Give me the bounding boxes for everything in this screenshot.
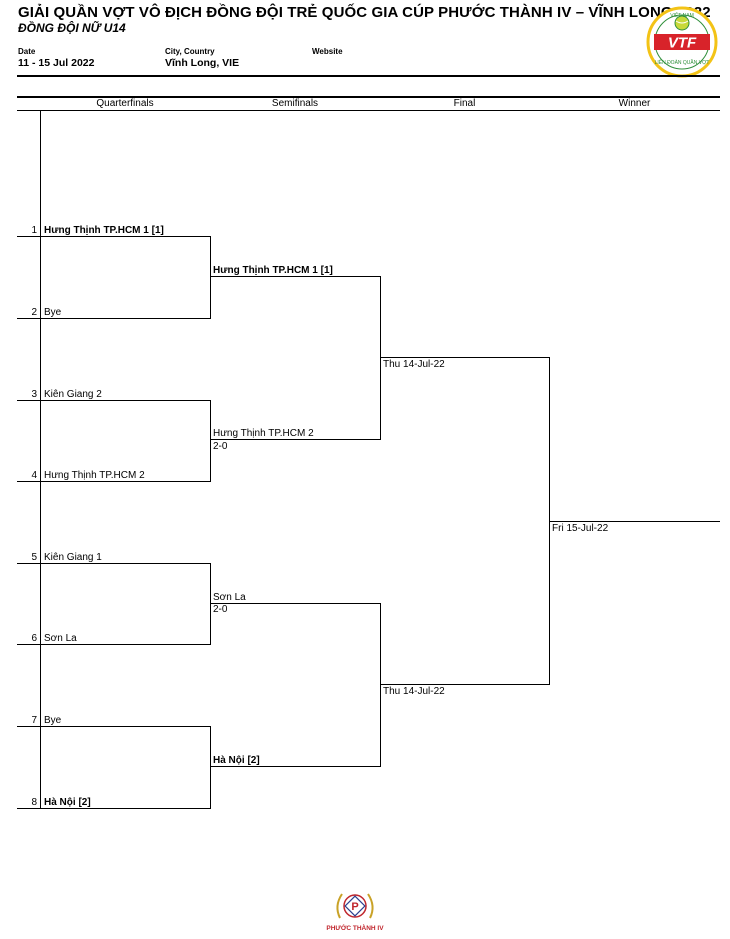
qf-player-2: Bye <box>44 307 62 318</box>
seed-number: 3 <box>31 389 37 400</box>
sf-player-4: Hà Nội [2] <box>213 755 260 766</box>
winner-line <box>549 521 720 522</box>
phuoc-thanh-label: PHƯỚC THÀNH IV <box>326 925 384 932</box>
sf-player-1: Hưng Thịnh TP.HCM 1 [1] <box>213 265 333 276</box>
seed-number: 7 <box>31 715 37 726</box>
qf-player-3: Kiên Giang 2 <box>44 389 102 400</box>
seed-number: 5 <box>31 552 37 563</box>
seed-number: 4 <box>31 470 37 481</box>
columns-bottom-border <box>17 110 720 111</box>
event-subtitle: ĐỒNG ĐỘI NỮ U14 <box>18 21 126 35</box>
date-value: 11 - 15 Jul 2022 <box>18 57 95 69</box>
city-value: Vĩnh Long, VIE <box>165 57 240 69</box>
city-label: City, Country <box>165 47 215 56</box>
winner-date: Fri 15-Jul-22 <box>552 523 609 534</box>
final-line-1 <box>380 357 550 358</box>
tournament-title: GIẢI QUẦN VỢT VÔ ĐỊCH ĐỒNG ĐỘI TRẺ QUỐC … <box>18 4 711 21</box>
columns-top-border <box>17 96 720 98</box>
seed-number: 8 <box>31 797 37 808</box>
qf-bracket-2 <box>210 400 211 481</box>
qf-player-7: Bye <box>44 715 62 726</box>
qf-line-1 <box>17 236 211 237</box>
svg-text:P: P <box>351 901 358 913</box>
svg-text:VIỆT NAM: VIỆT NAM <box>670 11 694 19</box>
qf-line-4 <box>17 481 211 482</box>
qf-bracket-1 <box>210 236 211 318</box>
qf-line-2 <box>17 318 211 319</box>
qf-player-6: Sơn La <box>44 633 77 644</box>
vtf-logo: VTF LIÊN ĐOÀN QUẦN VỢT VIỆT NAM <box>646 6 718 78</box>
phuoc-thanh-logo: P <box>330 888 380 924</box>
website-label: Website <box>312 47 343 56</box>
sf-line-2 <box>210 439 381 440</box>
column-winner: Winner <box>618 98 651 109</box>
seed-number: 1 <box>31 225 37 236</box>
final-line-2 <box>380 684 550 685</box>
column-quarterfinals: Quarterfinals <box>96 98 154 109</box>
draw-left-border <box>40 110 41 808</box>
qf-bracket-4 <box>210 726 211 808</box>
sf-line-3 <box>210 603 381 604</box>
qf-line-6 <box>17 644 211 645</box>
qf-line-8 <box>17 808 211 809</box>
qf-player-1: Hưng Thịnh TP.HCM 1 [1] <box>44 225 164 236</box>
seed-number: 2 <box>31 307 37 318</box>
svg-text:VTF: VTF <box>668 35 697 52</box>
sf-line-1 <box>210 276 381 277</box>
final-date-1: Thu 14-Jul-22 <box>383 359 445 370</box>
qf-line-5 <box>17 563 211 564</box>
column-semifinals: Semifinals <box>271 98 319 109</box>
sf-score-2: 2-0 <box>213 441 228 452</box>
qf-player-5: Kiên Giang 1 <box>44 552 102 563</box>
header-divider <box>17 75 720 77</box>
sf-player-3: Sơn La <box>213 592 246 603</box>
svg-text:LIÊN ĐOÀN QUẦN VỢT: LIÊN ĐOÀN QUẦN VỢT <box>655 58 710 66</box>
date-label: Date <box>18 47 36 56</box>
qf-line-3 <box>17 400 211 401</box>
qf-line-7 <box>17 726 211 727</box>
qf-player-8: Hà Nội [2] <box>44 797 91 808</box>
sf-line-4 <box>210 766 381 767</box>
final-date-2: Thu 14-Jul-22 <box>383 686 445 697</box>
seed-number: 6 <box>31 633 37 644</box>
column-final: Final <box>453 98 476 109</box>
sf-score-3: 2-0 <box>213 604 228 615</box>
sf-player-2: Hưng Thịnh TP.HCM 2 <box>213 428 314 439</box>
qf-player-4: Hưng Thịnh TP.HCM 2 <box>44 470 145 481</box>
